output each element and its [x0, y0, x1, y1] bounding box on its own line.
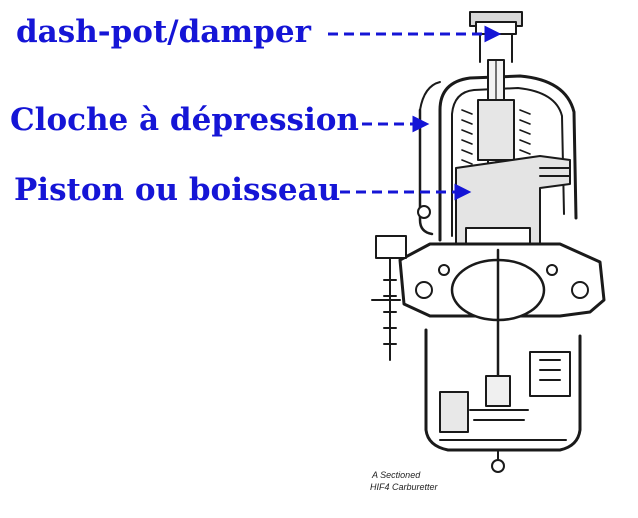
arrow-piston — [340, 183, 472, 201]
caption-line-1: A Sectioned — [372, 470, 421, 480]
label-dashpot: dash-pot/damper — [16, 14, 311, 50]
dashpot-cap — [469, 11, 523, 63]
throttle-linkage — [371, 205, 431, 361]
caption-line-2: HIF4 Carburetter — [370, 482, 438, 492]
piston-body — [455, 155, 571, 251]
callout-arrows — [328, 25, 502, 201]
carburettor-flange — [398, 242, 606, 322]
label-piston: Piston ou boisseau — [14, 172, 341, 208]
jet-needle — [469, 248, 529, 473]
label-cloche: Cloche à dépression — [10, 102, 359, 138]
arrow-cloche — [362, 115, 430, 133]
arrow-dashpot — [328, 25, 502, 43]
